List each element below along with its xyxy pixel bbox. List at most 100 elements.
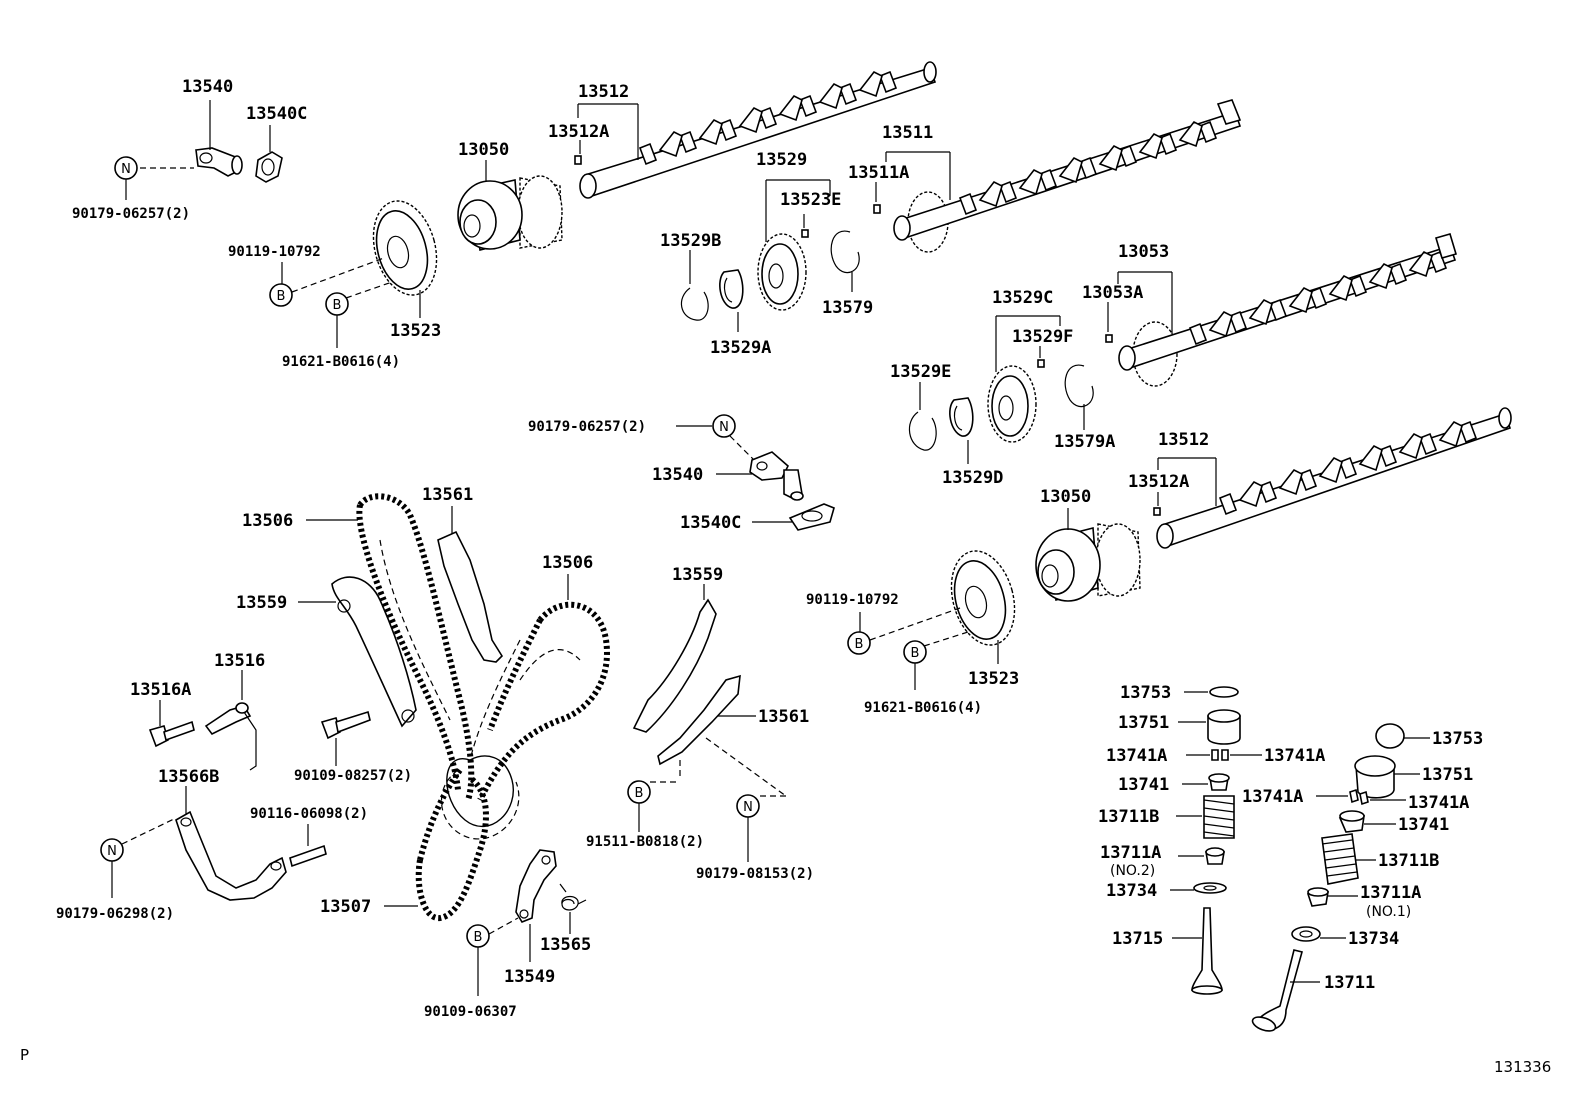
label-90179-06257-mid: 90179-06257(2): [528, 419, 646, 435]
label-13741-right: 13741: [1398, 815, 1449, 835]
b-marker-label: B: [855, 637, 864, 652]
label-13734-left: 13734: [1106, 881, 1157, 901]
part-13566b: [175, 810, 287, 901]
label-13741a-right-1: 13741A: [1242, 787, 1303, 807]
label-no2: (NO.2): [1110, 863, 1155, 879]
label-91621-b0616-right: 91621-B0616(4): [864, 700, 982, 716]
label-13579a: 13579A: [1054, 432, 1115, 452]
part-13506-chain-mid: [477, 601, 610, 802]
part-13512-camshaft-right: [1156, 407, 1512, 549]
label-13715: 13715: [1112, 929, 1163, 949]
part-13561-top: [437, 530, 504, 663]
part-13050-top: [457, 175, 563, 251]
part-13751-left: [1207, 709, 1241, 745]
part-13741a-keepers-left: [1211, 749, 1229, 761]
part-13506-chain-left: [356, 493, 475, 801]
label-90179-06257: 90179-06257(2): [72, 206, 190, 222]
label-13540c: 13540C: [246, 104, 307, 124]
label-13565: 13565: [540, 935, 591, 955]
label-no1: (NO.1): [1366, 904, 1411, 920]
label-13751-right: 13751: [1422, 765, 1473, 785]
label-90119-10792-right: 90119-10792: [806, 592, 899, 608]
corner-mark: P: [20, 1046, 29, 1064]
label-13529a: 13529A: [710, 338, 771, 358]
n-marker-label: N: [107, 844, 117, 859]
label-13507: 13507: [320, 897, 371, 917]
part-13741a-keepers-right: [1349, 788, 1369, 806]
part-13507-chain: [415, 768, 489, 921]
part-13540-mid: [749, 451, 804, 501]
part-13734-left: [1193, 882, 1227, 894]
label-13523: 13523: [390, 321, 441, 341]
label-13751-left: 13751: [1118, 713, 1169, 733]
part-13565-spring: [559, 883, 587, 911]
label-90179-06298: 90179-06298(2): [56, 906, 174, 922]
label-13741a-left-1: 13741A: [1106, 746, 1167, 766]
part-13540c-top: [255, 151, 283, 183]
label-13561-mid: 13561: [758, 707, 809, 727]
label-13053a: 13053A: [1082, 283, 1143, 303]
label-13529: 13529: [756, 150, 807, 170]
label-13512a: 13512A: [548, 122, 609, 142]
label-13516: 13516: [214, 651, 265, 671]
part-13523-right: [950, 550, 1016, 646]
n-marker: [712, 414, 736, 438]
label-13540: 13540: [182, 77, 233, 97]
label-13741-left: 13741: [1118, 775, 1169, 795]
part-13741-left: [1208, 773, 1230, 791]
part-13559-mid: [632, 598, 717, 733]
part-13529: [757, 233, 807, 311]
part-13751-right: [1354, 755, 1396, 799]
part-13711-valve: [1251, 949, 1303, 1032]
part-13540-top: [195, 147, 243, 177]
label-13529b: 13529B: [660, 231, 721, 251]
label-13711: 13711: [1324, 973, 1375, 993]
part-13561-mid: [657, 674, 741, 766]
part-13516: [204, 702, 257, 771]
label-91621-b0616: 91621-B0616(4): [282, 354, 400, 370]
part-13540c-mid: [788, 503, 835, 531]
part-13734-right: [1291, 926, 1321, 942]
part-13579a: [1064, 364, 1094, 408]
label-13561-top: 13561: [422, 485, 473, 505]
part-13529d: [949, 397, 974, 437]
label-13050: 13050: [458, 140, 509, 160]
part-13715-valve: [1191, 907, 1223, 995]
part-13711a-seal-right: [1306, 887, 1329, 907]
part-13529a: [719, 269, 744, 309]
b-marker-label: B: [277, 289, 286, 304]
b-marker-label: B: [911, 646, 920, 661]
label-13053: 13053: [1118, 242, 1169, 262]
label-90109-08257: 90109-08257(2): [294, 768, 412, 784]
b-marker: [269, 283, 293, 307]
label-13512a-right: 13512A: [1128, 472, 1189, 492]
label-90109-06307: 90109-06307: [424, 1004, 517, 1020]
label-13711a-right: 13711A: [1360, 883, 1421, 903]
n-marker-label: N: [121, 162, 131, 177]
label-13549: 13549: [504, 967, 555, 987]
part-13529b: [680, 287, 709, 321]
label-13579: 13579: [822, 298, 873, 318]
label-13529e: 13529E: [890, 362, 951, 382]
part-13753-right: [1375, 723, 1405, 749]
part-90109-08257-bolt: [320, 710, 371, 740]
label-13559-left: 13559: [236, 593, 287, 613]
label-13050-right: 13050: [1040, 487, 1091, 507]
label-13512-right: 13512: [1158, 430, 1209, 450]
label-13540c-mid: 13540C: [680, 513, 741, 533]
part-13711b-spring-right: [1321, 833, 1359, 885]
label-13506-left: 13506: [242, 511, 293, 531]
part-13529c: [987, 365, 1037, 443]
label-13566b: 13566B: [158, 767, 219, 787]
part-13753-left: [1209, 686, 1239, 698]
part-13711a-seal-left: [1205, 847, 1225, 865]
label-13753-right: 13753: [1432, 729, 1483, 749]
label-13523-right: 13523: [968, 669, 1019, 689]
label-13511a: 13511A: [848, 163, 909, 183]
part-13741-right: [1338, 810, 1365, 833]
n-marker-label: N: [719, 420, 729, 435]
part-90116-06098-stud: [289, 844, 327, 868]
part-13053-camshaft: [1118, 233, 1457, 387]
part-13549: [515, 849, 557, 923]
